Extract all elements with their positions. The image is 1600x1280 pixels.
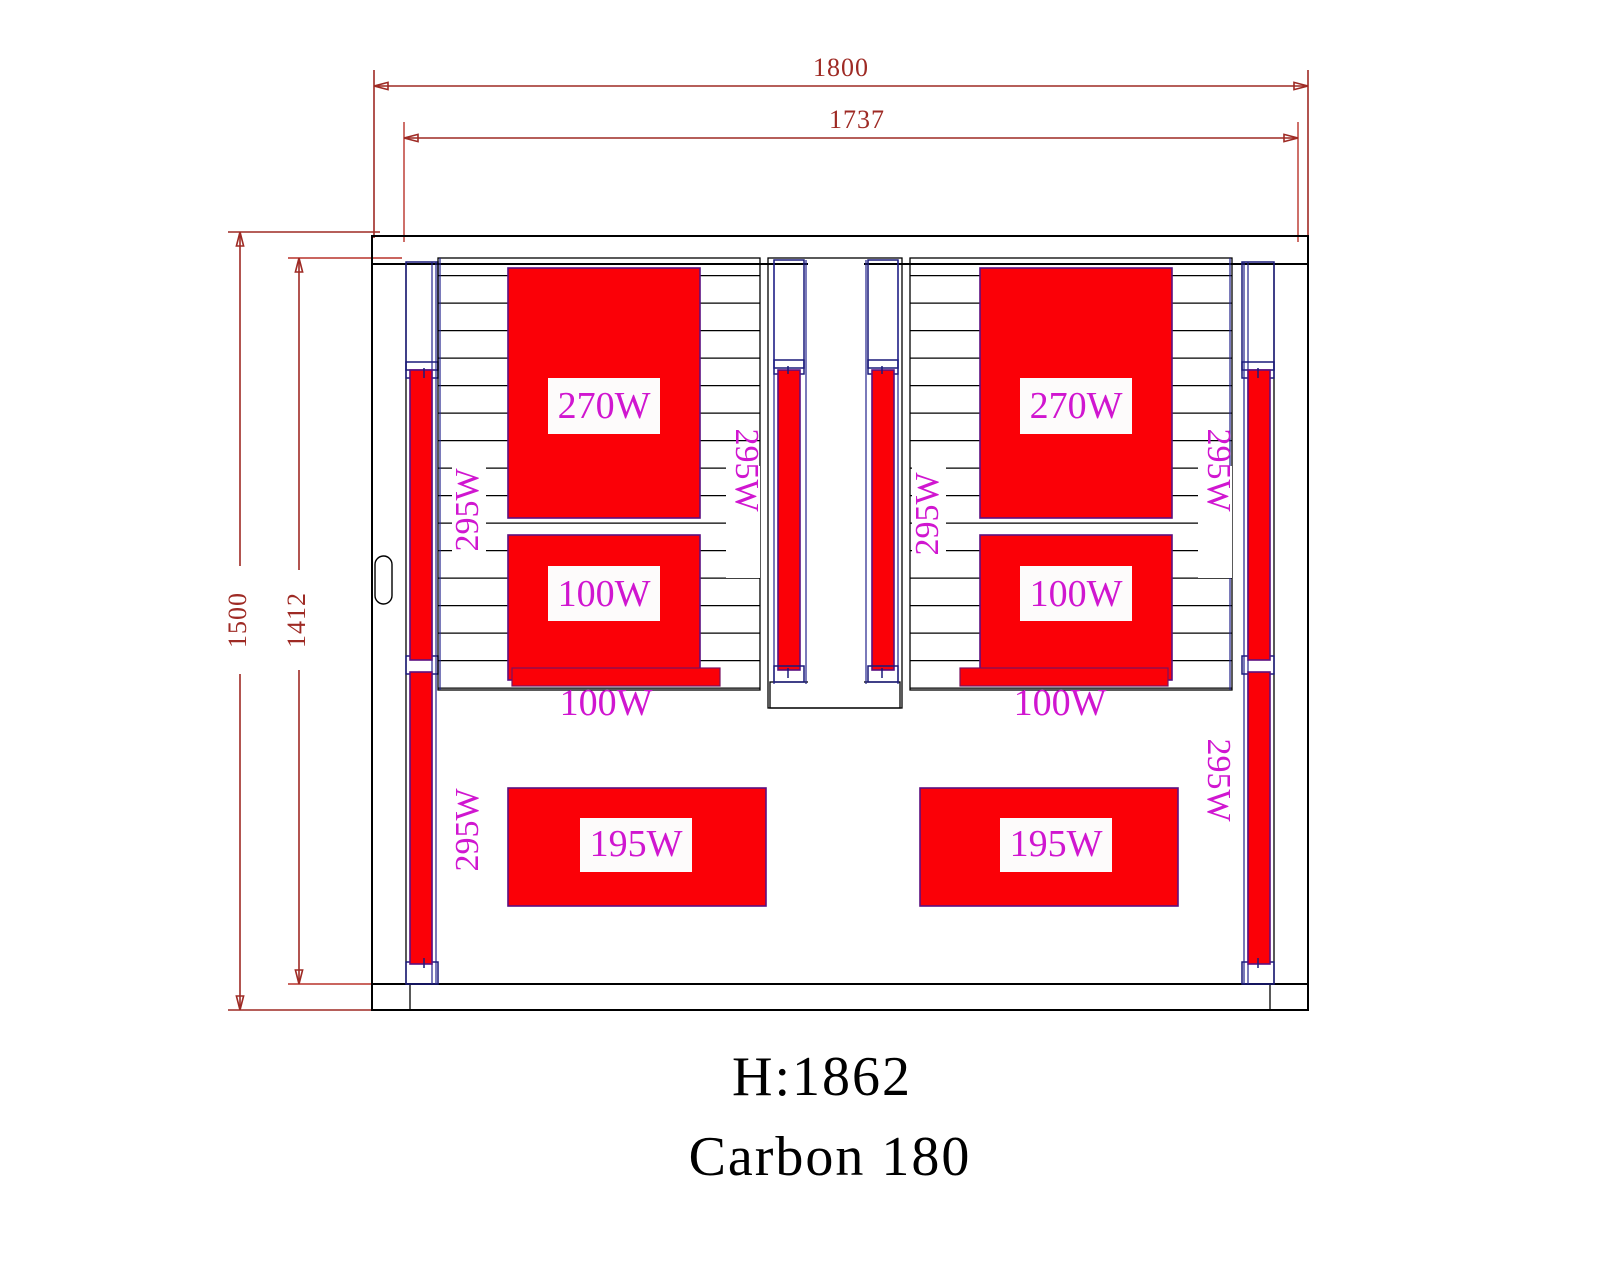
dimension-label-inner-width: 1737 (829, 105, 885, 134)
heater-corner-far-right-upper (1247, 369, 1271, 661)
right-side-panel (1241, 261, 1275, 985)
heater-bench-left-strip (511, 667, 721, 687)
dimension-label-overall-width: 1800 (813, 53, 869, 82)
heater-label-door-right-jamb: 295W (909, 472, 946, 556)
heater-label-inner-right-column: 295W (1200, 428, 1237, 512)
title-height: H:1862 (732, 1046, 912, 1108)
heater-label-back-right-upper: 270W (1030, 385, 1123, 427)
dimension-overall-height: 1500 (222, 231, 380, 1011)
heater-label-bench-right: 100W (1014, 682, 1107, 724)
floor-heaters: 195W 195W (507, 787, 1179, 907)
vertical-heater-labels: 295W 295W 295W 295W 295W 295W (449, 428, 1237, 871)
floor-rail (371, 983, 1309, 1011)
right-back-heaters: 270W 100W 100W (959, 267, 1173, 724)
dimension-overall-width: 1800 (373, 52, 1309, 238)
heater-door-right-jamb (871, 369, 895, 671)
heater-label-corner-far-right-lower: 295W (1200, 738, 1237, 822)
heater-label-door-left-jamb: 295W (728, 428, 765, 512)
heater-door-left-jamb (777, 369, 801, 671)
heater-label-corner-far-left-lower: 295W (449, 788, 486, 872)
heater-label-back-left-lower: 100W (558, 573, 651, 615)
title-model: Carbon 180 (689, 1126, 972, 1188)
heater-label-back-left-upper: 270W (558, 385, 651, 427)
heater-label-floor-left: 195W (590, 823, 683, 865)
title-block: H:1862 Carbon 180 (689, 1046, 972, 1188)
dimension-group: 1800 1737 1500 (222, 52, 1309, 1011)
dimension-inner-width: 1737 (403, 105, 1299, 242)
heater-label-inner-left-column: 295W (449, 468, 486, 552)
dimension-label-overall-height: 1500 (223, 592, 252, 648)
heater-label-back-right-lower: 100W (1030, 573, 1123, 615)
heater-corner-far-right-lower (1247, 671, 1271, 965)
heater-label-bench-left: 100W (560, 682, 653, 724)
dimension-label-inner-height: 1412 (282, 592, 311, 648)
dimension-inner-height: 1412 (281, 257, 402, 985)
left-side-panel (374, 261, 439, 985)
heater-label-floor-right: 195W (1010, 823, 1103, 865)
heater-corner-far-left-upper (409, 369, 433, 661)
door-handle[interactable] (374, 555, 393, 605)
glass-door[interactable] (767, 257, 903, 709)
left-back-heaters: 270W 100W 100W (507, 267, 721, 724)
heater-bench-right-strip (959, 667, 1169, 687)
heater-corner-far-left-lower (409, 671, 433, 965)
